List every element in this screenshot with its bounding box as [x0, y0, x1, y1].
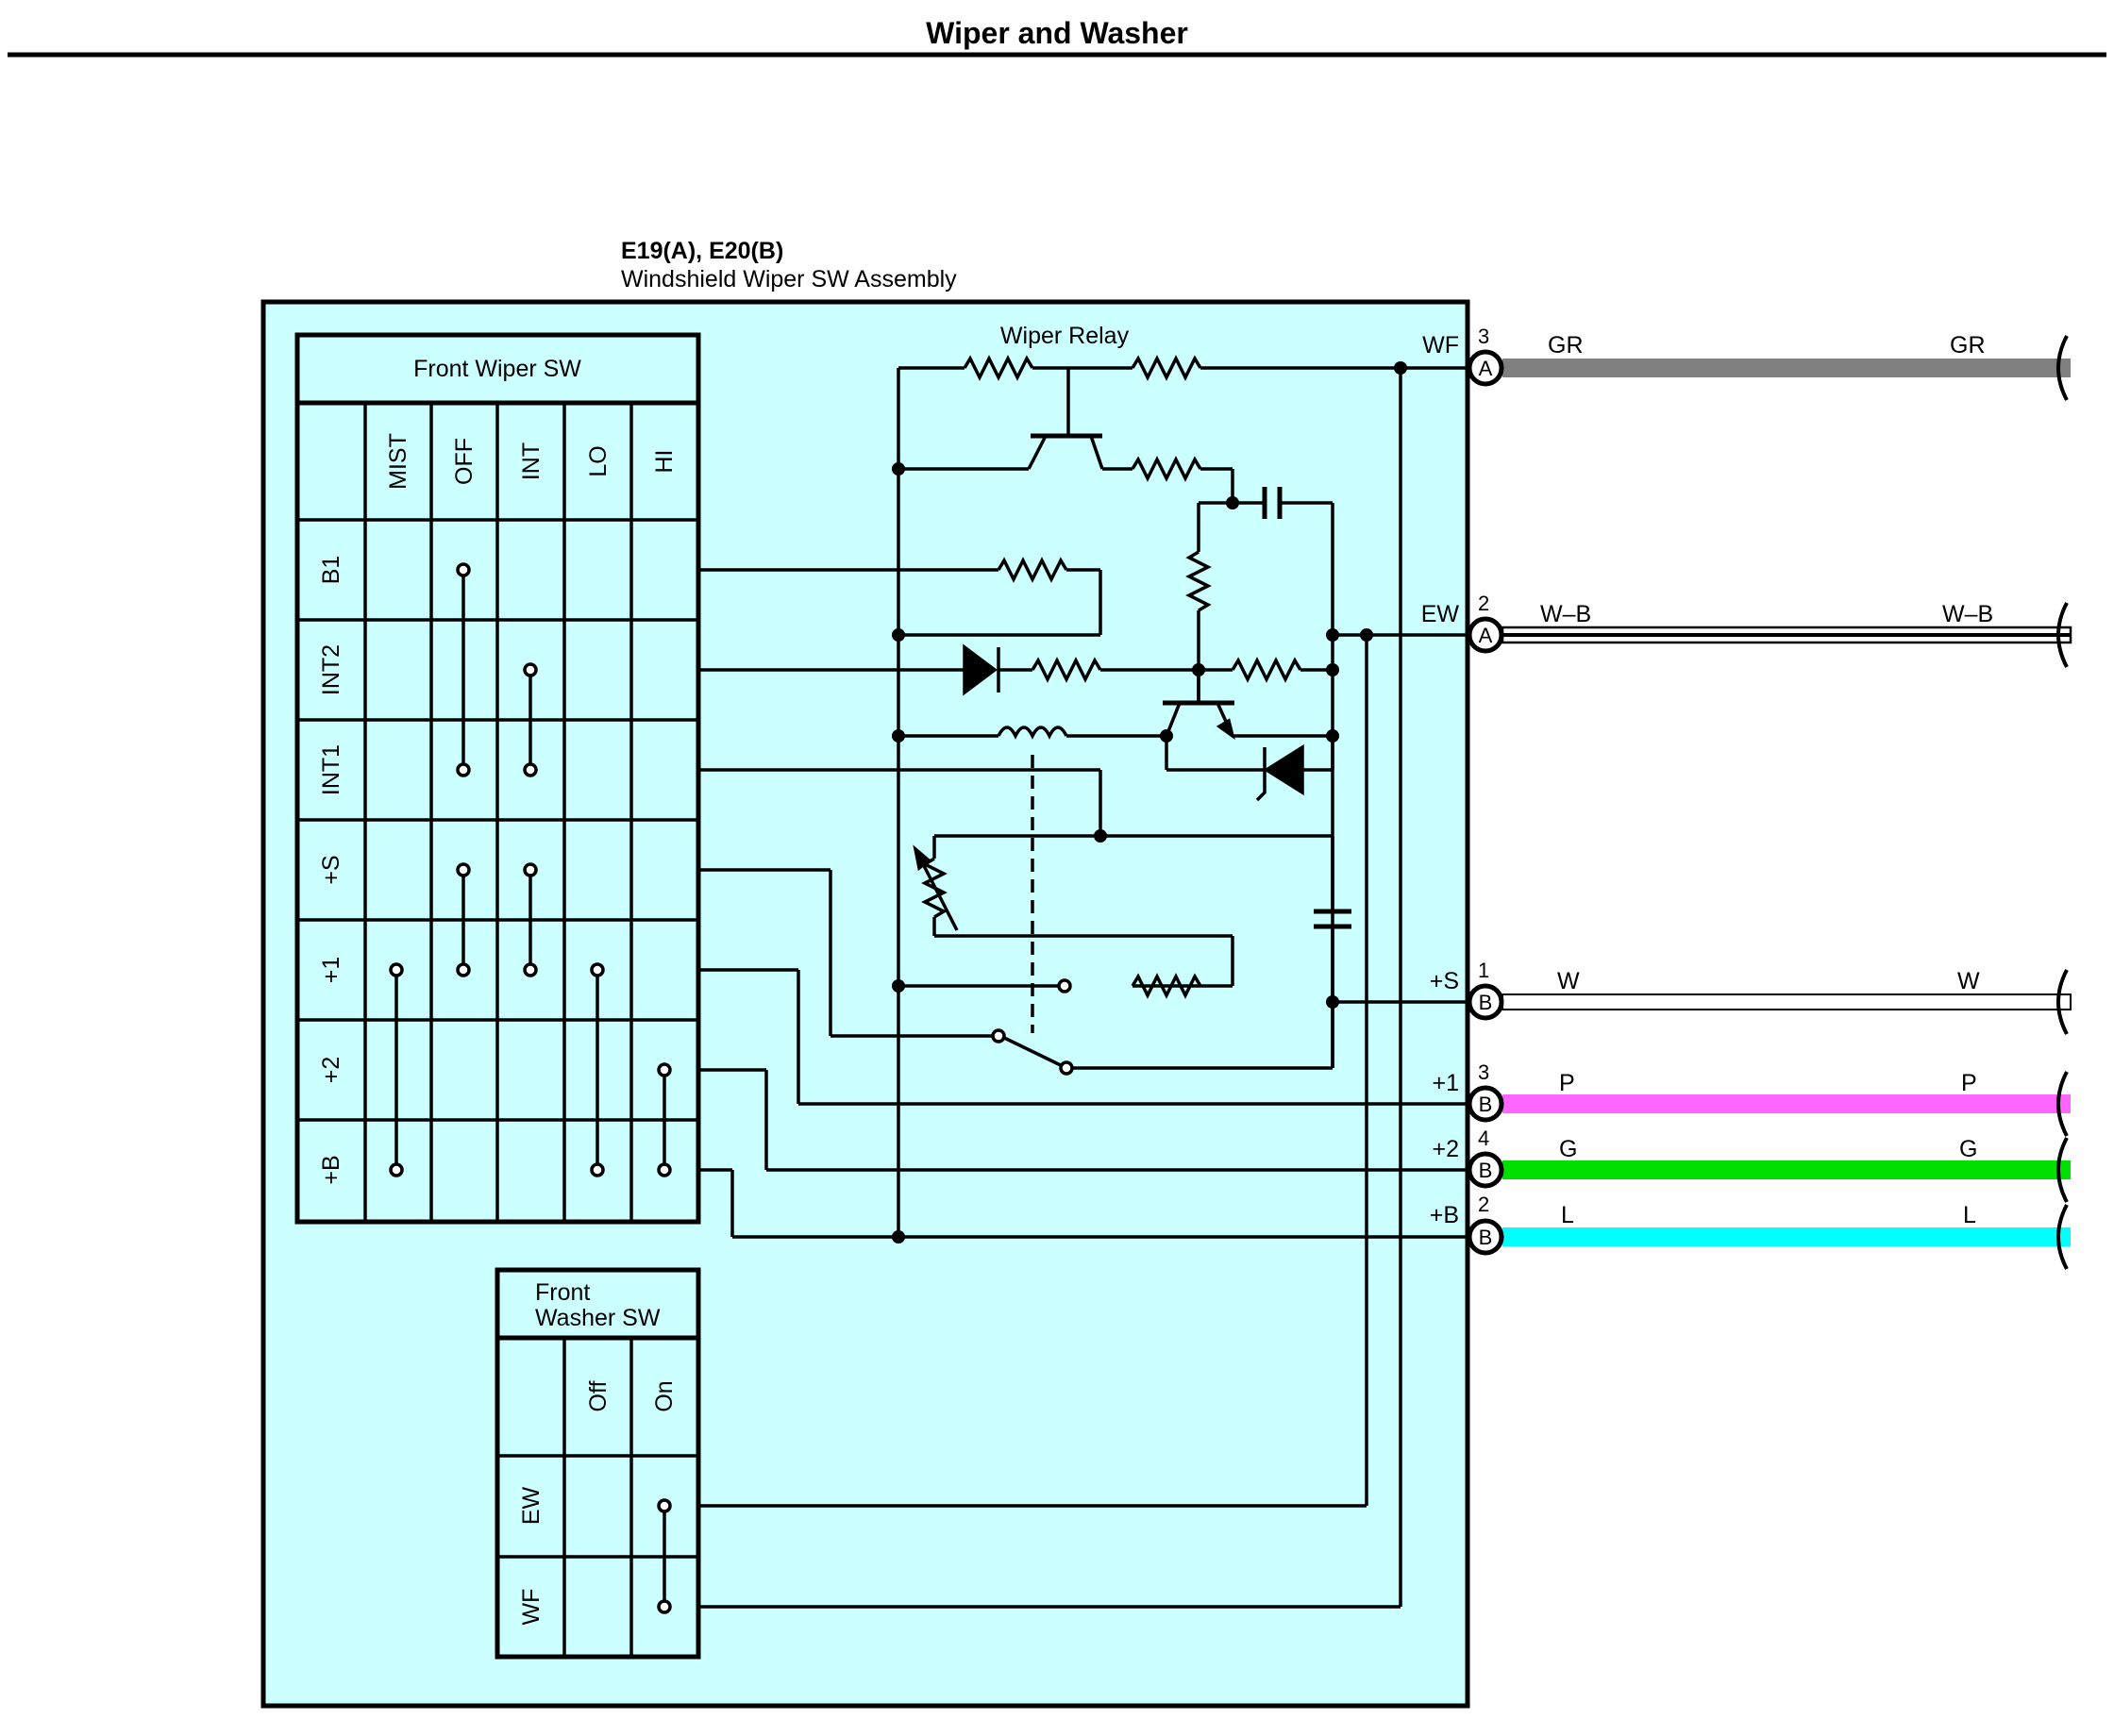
wire-plus-s-label-right: W: [1957, 968, 1980, 994]
terminal-int1: INT1: [318, 744, 344, 795]
contact-int: [523, 662, 538, 977]
contact-off: [456, 562, 471, 977]
wiper-relay-label: Wiper Relay: [1000, 323, 1130, 349]
front-washer-sw-title-1: Front: [535, 1279, 590, 1306]
pin-plus-2-terminal: +2: [1432, 1136, 1459, 1162]
pin-plus-b-connector: B: [1479, 1226, 1493, 1249]
pin-wf-connector: A: [1479, 357, 1493, 380]
washer-contact-on: [657, 1498, 672, 1614]
wire-plus-s-label-left: W: [1557, 968, 1580, 994]
page-title: Wiper and Washer: [926, 16, 1188, 50]
contact-mist: [389, 962, 404, 1177]
pin-ew-terminal: EW: [1421, 601, 1460, 627]
relay-contacts: [991, 978, 1074, 1076]
terminal-plus-b: +B: [318, 1155, 344, 1184]
washer-position-on: On: [651, 1380, 678, 1411]
pin-plus-1-terminal: +1: [1432, 1070, 1459, 1096]
pin-ew: EW 2 A W–B W–B: [1421, 592, 2072, 668]
front-washer-sw-title-2: Washer SW: [535, 1305, 661, 1331]
contact-hi: [657, 1062, 672, 1177]
wire-wf-label-right: GR: [1950, 332, 1986, 359]
pin-plus-1-connector: B: [1479, 1093, 1493, 1116]
wire-plus-2-label-left: G: [1559, 1136, 1577, 1162]
front-wiper-switch-table: Front Wiper SW MIST OFF INT LO HI B1 INT…: [294, 332, 701, 1225]
position-hi: HI: [651, 450, 678, 474]
pin-wf: WF 3 A GR GR: [1422, 325, 2071, 401]
pin-ew-number: 2: [1478, 592, 1489, 615]
pin-wf-terminal: WF: [1422, 332, 1459, 359]
terminal-b1: B1: [318, 556, 344, 585]
pin-plus-b-terminal: +B: [1430, 1202, 1459, 1228]
pin-plus-s-connector: B: [1479, 991, 1493, 1014]
wire-wf-label-left: GR: [1548, 332, 1584, 359]
pin-wf-number: 3: [1478, 325, 1489, 348]
wire-plus-2-label-right: G: [1959, 1136, 1977, 1162]
wire-ew-label-left: W–B: [1540, 601, 1591, 627]
wire-plus-b-label-right: L: [1963, 1202, 1976, 1228]
terminal-int2: INT2: [318, 644, 344, 695]
pin-ew-connector: A: [1479, 624, 1493, 647]
contact-lo: [590, 962, 605, 1177]
wire-plus-1-label-left: P: [1559, 1070, 1575, 1096]
pin-plus-2-number: 4: [1478, 1127, 1489, 1150]
front-washer-switch-table: Front Washer SW Off On EW WF: [495, 1267, 701, 1660]
position-off: OFF: [451, 438, 478, 485]
assembly-connector: E19(A), E20(B): [621, 238, 783, 264]
pin-plus-s: +S 1 B W W: [1430, 959, 2072, 1035]
position-int: INT: [518, 442, 545, 480]
terminal-plus-1: +1: [318, 957, 344, 984]
front-wiper-sw-title: Front Wiper SW: [413, 356, 581, 382]
pin-plus-s-number: 1: [1478, 959, 1489, 982]
wire-plus-b-label-left: L: [1561, 1202, 1574, 1228]
wire-w: [1502, 993, 2072, 1010]
pin-plus-b: +B 2 B L L: [1430, 1193, 2071, 1270]
washer-terminal-wf: WF: [518, 1589, 545, 1626]
wire-ew-label-right: W–B: [1942, 601, 1993, 627]
position-mist: MIST: [385, 433, 411, 490]
pin-plus-1-number: 3: [1478, 1060, 1489, 1084]
position-lo: LO: [585, 445, 612, 476]
pin-plus-b-number: 2: [1478, 1193, 1489, 1216]
terminal-plus-s: +S: [318, 855, 344, 884]
washer-position-off: Off: [585, 1381, 612, 1412]
wire-plus-1-label-right: P: [1961, 1070, 1977, 1096]
junction-dots: [892, 361, 1407, 1244]
pin-plus-s-terminal: +S: [1430, 968, 1459, 994]
pin-plus-2-connector: B: [1479, 1159, 1493, 1182]
assembly-name: Windshield Wiper SW Assembly: [621, 266, 957, 292]
wiper-relay-circuit: [698, 355, 1484, 1609]
pin-plus-1: +1 3 B P P: [1432, 1060, 2071, 1137]
pin-plus-2: +2 4 B G G: [1432, 1127, 2071, 1203]
terminal-plus-2: +2: [318, 1057, 344, 1084]
washer-terminal-ew: EW: [518, 1486, 545, 1525]
